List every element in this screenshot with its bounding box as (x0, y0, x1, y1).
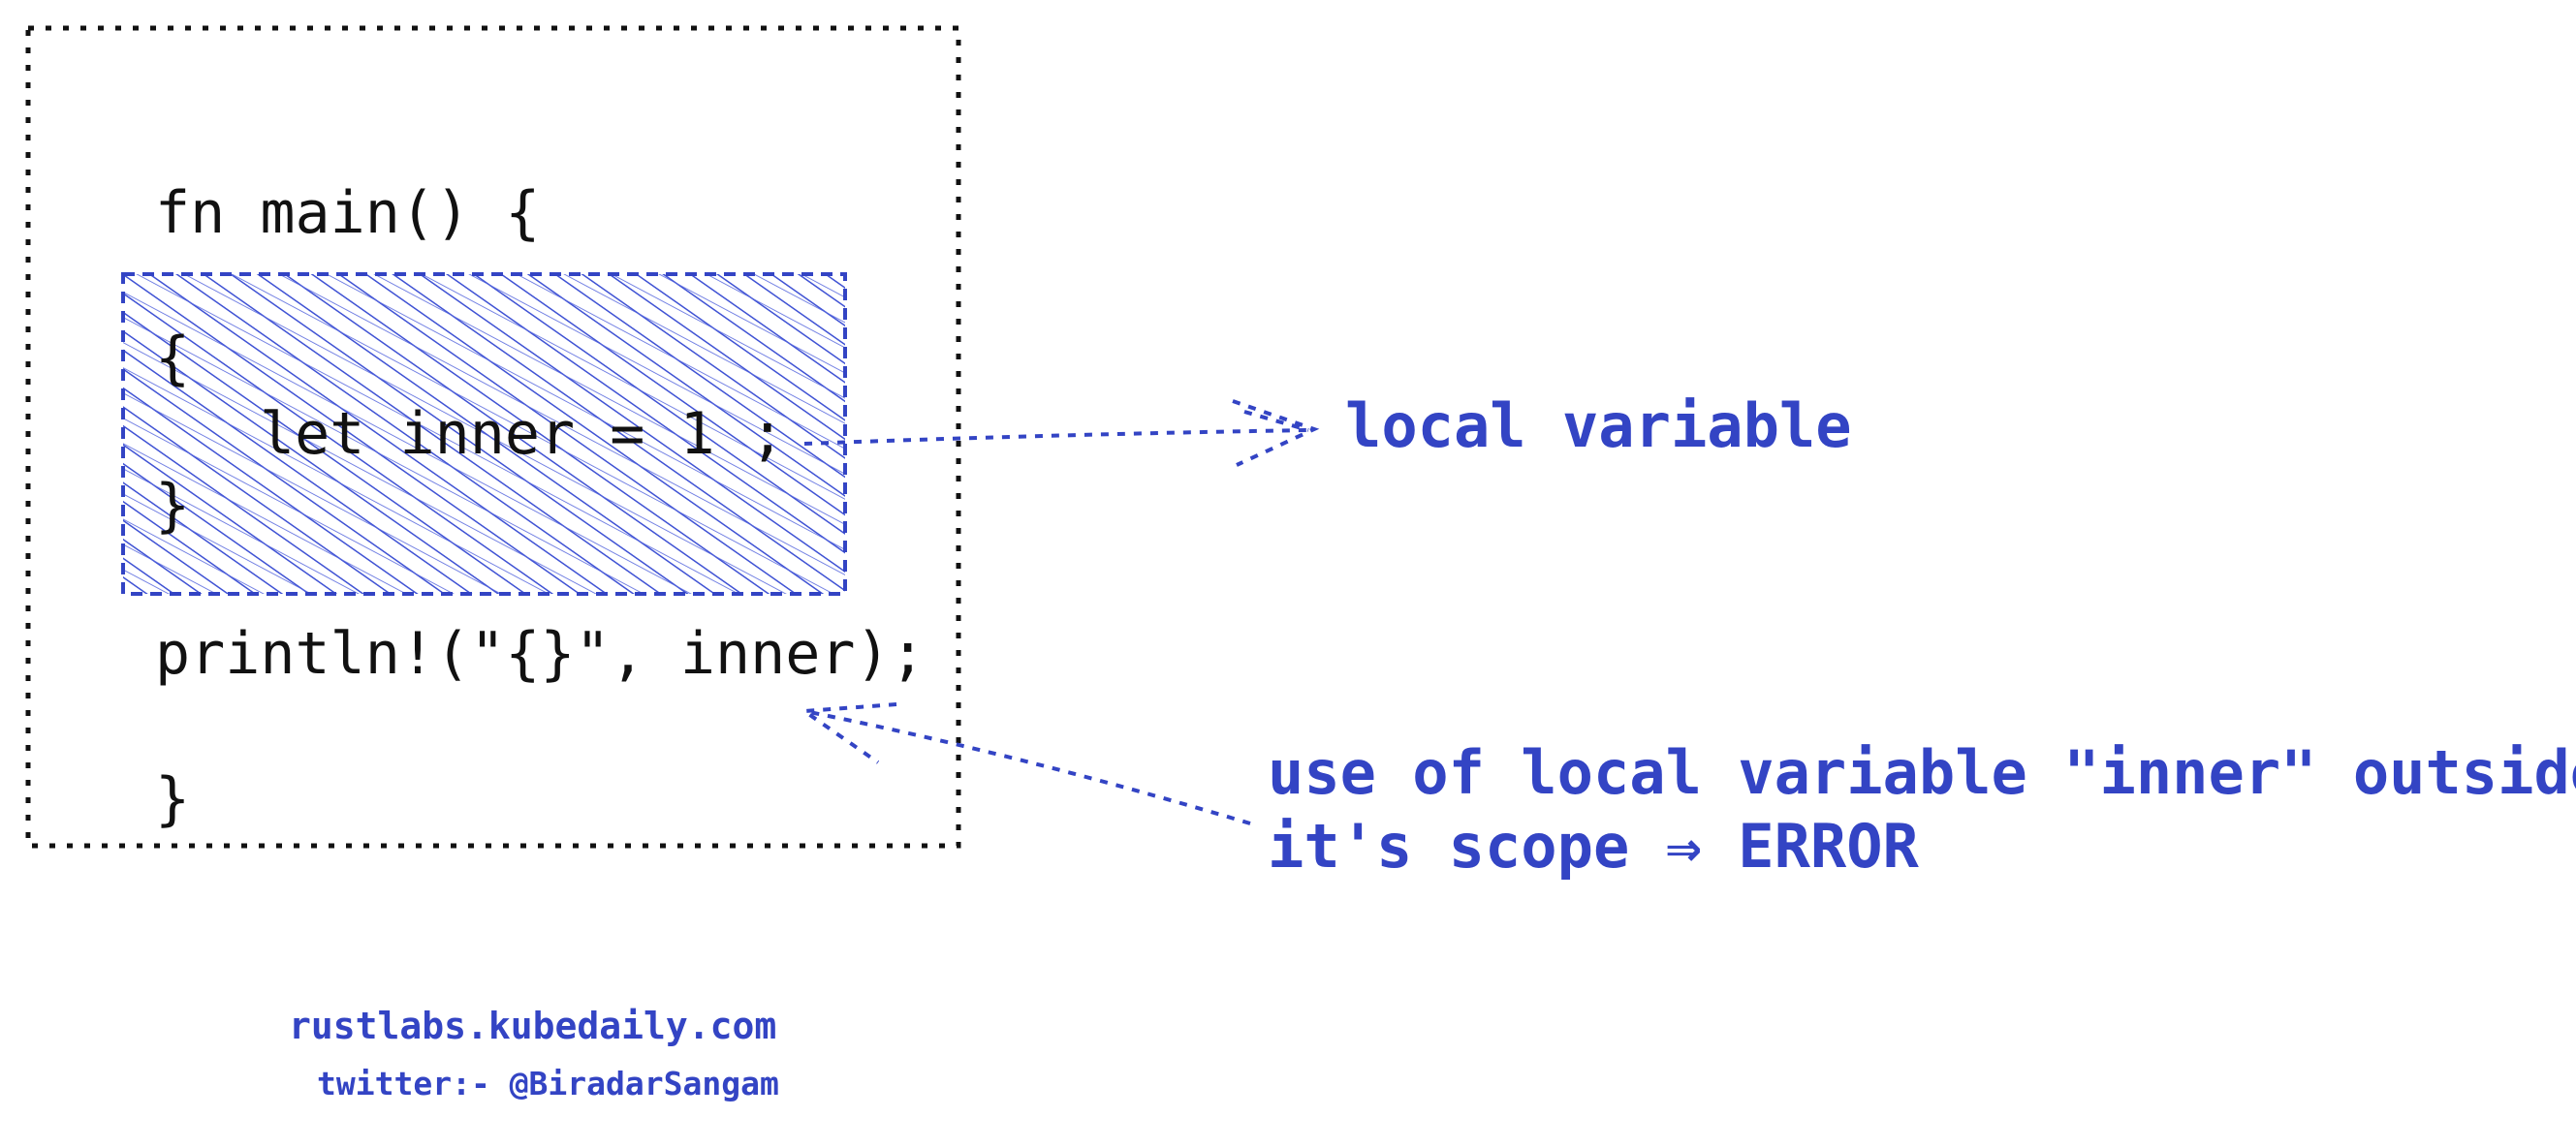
code-line-let-inner: let inner = 1 ; (260, 400, 785, 468)
code-line-inner-block-open: { (155, 325, 191, 392)
error-label-line-1: use of local variable "inner" outside (1268, 737, 2576, 808)
error-label-line-2: it's scope ⇒ ERROR (1268, 811, 1919, 882)
error-arrow (799, 702, 1251, 825)
outer-scope-box (25, 25, 961, 849)
local-variable-label: local variable (1345, 390, 1852, 461)
code-line-println: println!("{}", inner); (155, 620, 926, 688)
code-line-fn-main: fn main() { (155, 179, 541, 247)
inner-scope-block (121, 272, 847, 596)
code-line-main-close: } (155, 765, 191, 833)
code-line-inner-block-close: } (155, 472, 191, 540)
footer-twitter-handle: twitter:- @BiradarSangam (317, 1065, 779, 1102)
footer-site-link[interactable]: rustlabs.kubedaily.com (289, 1005, 777, 1047)
local-variable-arrow (803, 399, 1320, 467)
